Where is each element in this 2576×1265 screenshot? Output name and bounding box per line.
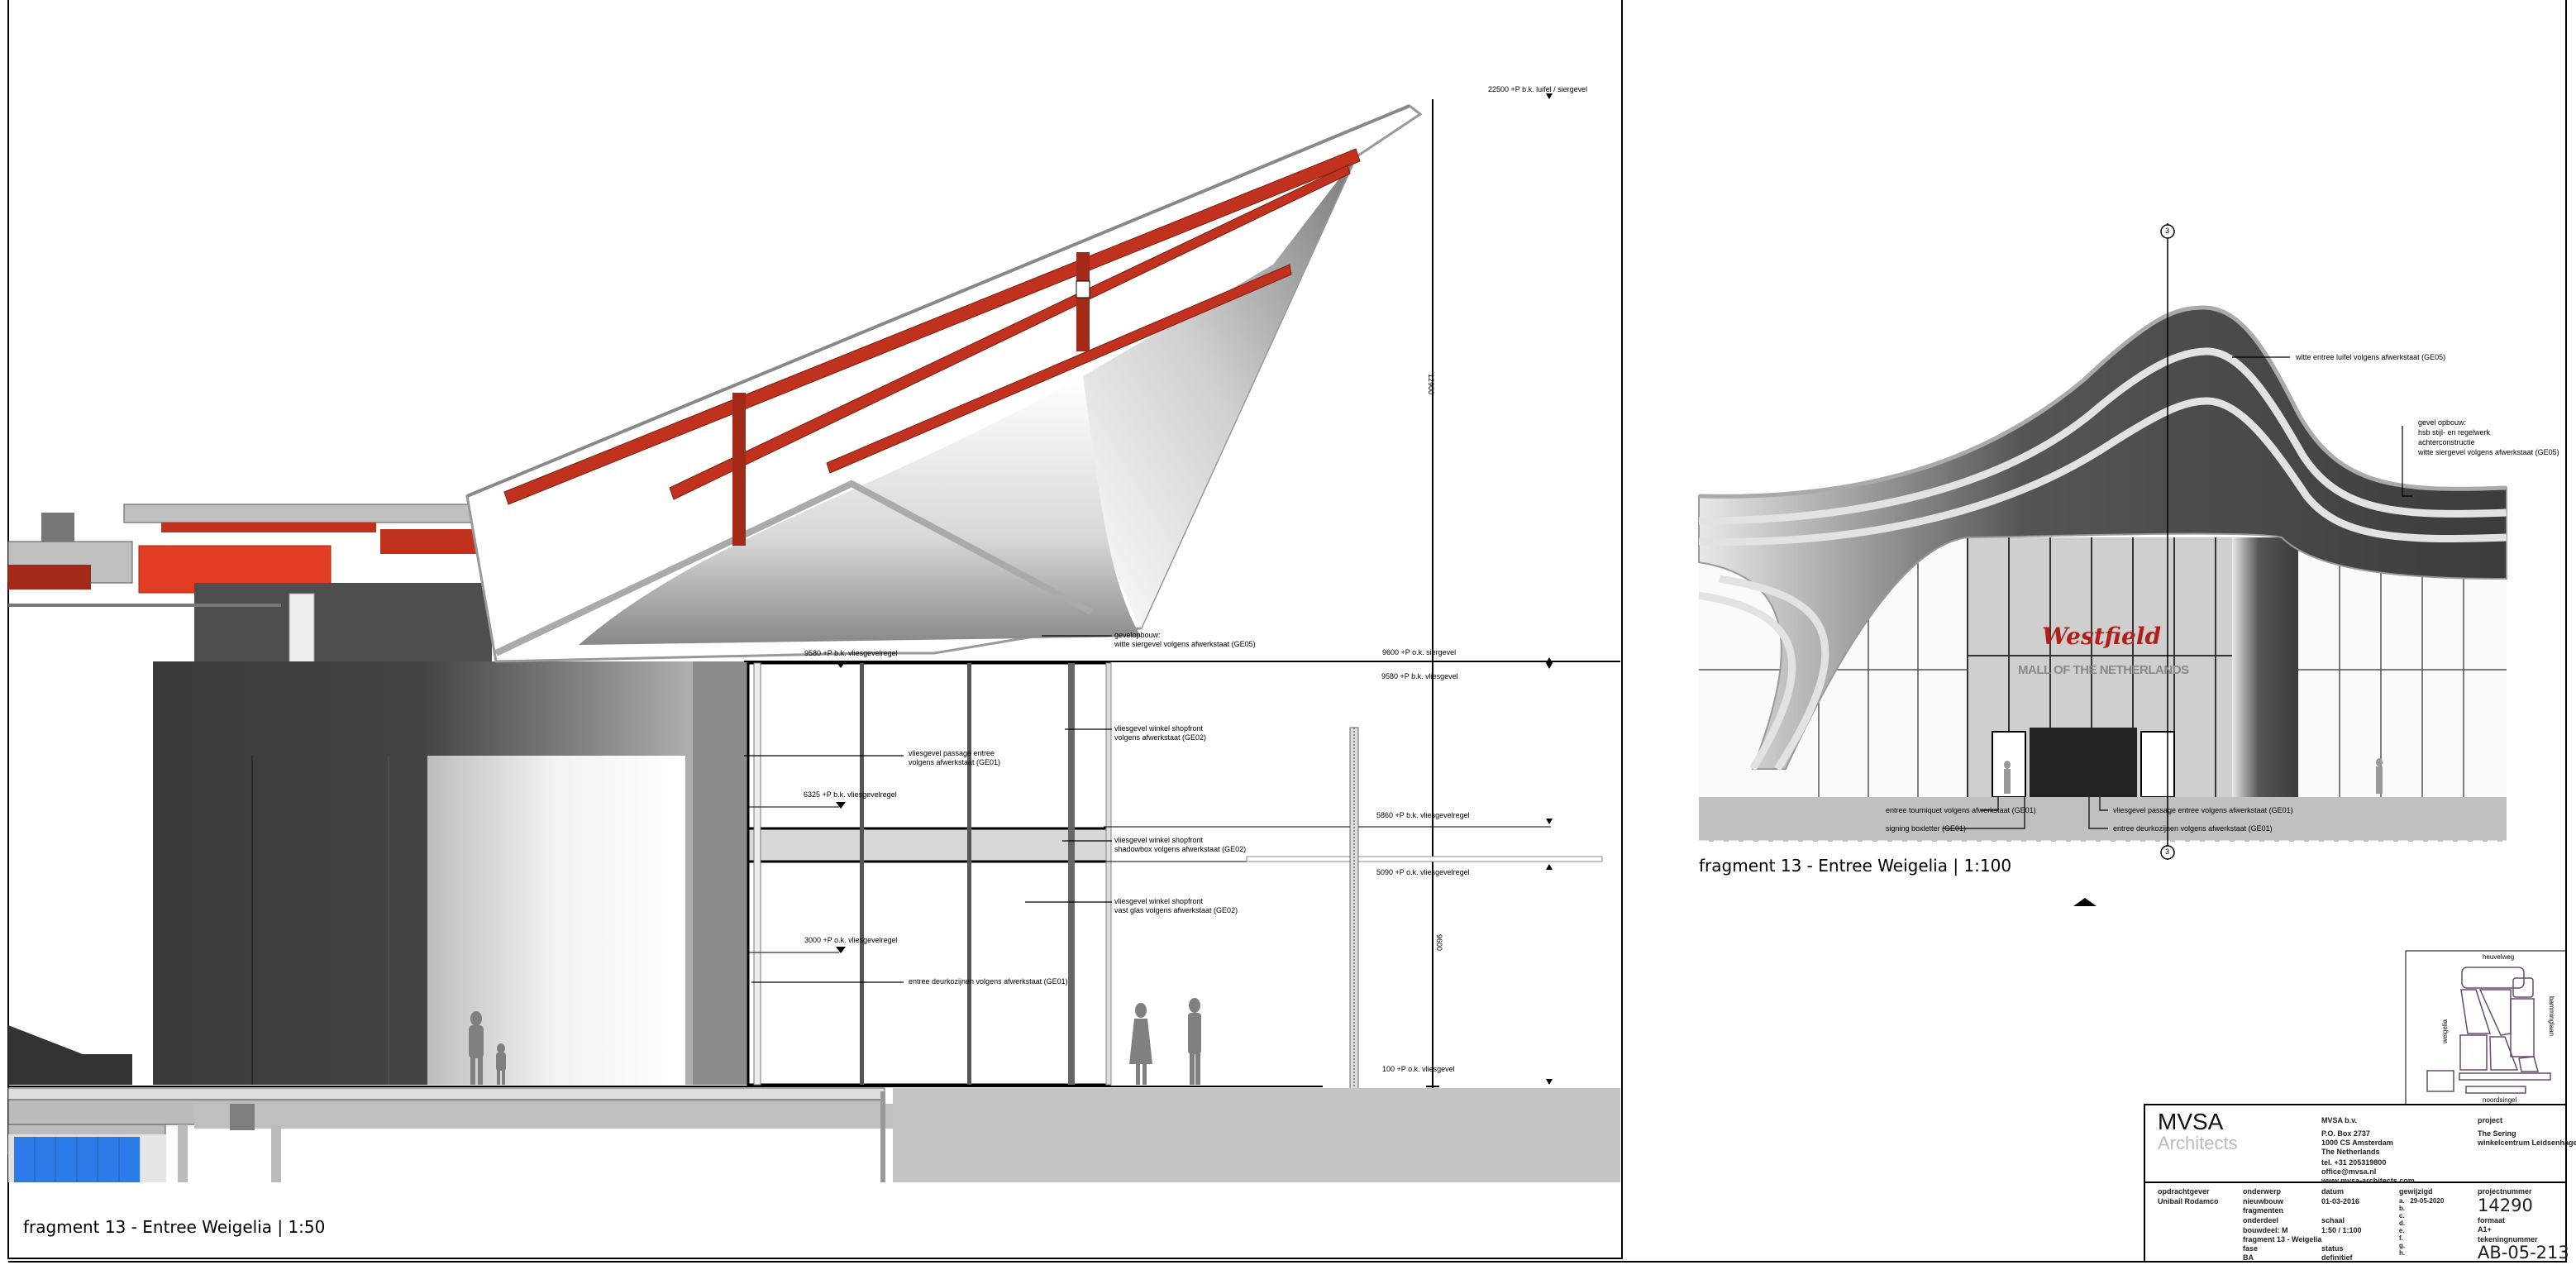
project-label: project <box>2478 1116 2503 1124</box>
note-shadowbox-1: vliesgevel winkel shopfront <box>1114 836 1204 844</box>
company-contact: tel. +31 205319800 office@mvsa.nl www.mv… <box>2321 1158 2415 1185</box>
company-name: MVSA b.v. <box>2321 1116 2358 1124</box>
schaal-value: 1:50 / 1:100 <box>2321 1226 2362 1234</box>
note-signing: signing boxletter (GE01) <box>1886 824 1967 833</box>
dimension-lower: 9600 <box>1435 934 1443 952</box>
gewijzigd-label: gewijzigd <box>2399 1187 2433 1196</box>
onderdeel-value: bouwdeel: M fragment 13 - Weigelia <box>2243 1226 2322 1244</box>
note-shopfront-2: volgens afwerkstaat (GE02) <box>1114 733 1207 742</box>
dimension-upper: 12900 <box>1427 374 1435 395</box>
onderwerp-value: nieuwbouw fragmenten <box>2243 1197 2284 1215</box>
note-gevel-3: achterconstructie <box>2418 438 2475 446</box>
datum-value: 01-03-2016 <box>2321 1197 2360 1205</box>
note-deurkozijnen-elev: entree deurkozijnen volgens afwerkstaat … <box>2113 824 2273 833</box>
formaat-label: formaat <box>2478 1216 2506 1224</box>
schaal-label: schaal <box>2321 1216 2345 1224</box>
logo-mvsa: MVSA <box>2158 1109 2224 1134</box>
note-tourniquet: entree tourniquet volgens afwerkstaat (G… <box>1886 806 2036 814</box>
gewijzigd-value: a. 29-05-2020 b. c. d. e. f. g. h. <box>2399 1197 2445 1257</box>
level-top: 22500 +P b.k. luifel / siergevel <box>1488 85 1588 93</box>
note-passage-1: vliesgevel passage entree <box>909 749 995 757</box>
note-gevelopbouw-2: witte siergevel volgens afwerkstaat (GE0… <box>1114 640 1256 648</box>
tekeningnummer-value: AB-05-213 <box>2478 1243 2569 1263</box>
fase-label: fase <box>2243 1244 2259 1253</box>
tekeningnummer-label: tekeningnummer <box>2478 1235 2538 1244</box>
opdrachtgever-label: opdrachtgever <box>2158 1187 2210 1196</box>
note-deurkozijnen: entree deurkozijnen volgens afwerkstaat … <box>909 977 1068 986</box>
onderdeel-label: onderdeel <box>2243 1216 2279 1224</box>
street-north: heuvelweg <box>2483 953 2515 961</box>
projectnummer-value: 14290 <box>2478 1196 2533 1215</box>
note-gevel-1: gevel opbouw: <box>2418 418 2467 427</box>
mall-subtitle: MALL OF THE NETHERLANDS <box>2018 663 2189 677</box>
section-caption: fragment 13 - Entree Weigelia | 1:50 <box>23 1217 326 1237</box>
level-regel-6325: 6325 +P b.k. vliesgevelregel <box>804 790 897 799</box>
formaat-value: A1+ <box>2478 1225 2492 1234</box>
opdrachtgever-value: Unibail Rodamco <box>2158 1197 2219 1205</box>
note-shadowbox-2: shadowbox volgens afwerkstaat (GE02) <box>1114 845 1247 853</box>
onderwerp-label: onderwerp <box>2243 1187 2282 1196</box>
note-shopfront-1: vliesgevel winkel shopfront <box>1114 724 1204 733</box>
westfield-logo: Westfield <box>2042 623 2162 650</box>
grid-marker-top: 3 <box>2165 227 2170 235</box>
level-regel-5860: 5860 +P b.k. vliesgevelregel <box>1376 811 1470 819</box>
section-view <box>7 93 1620 1182</box>
street-south: noordsingel <box>2483 1096 2517 1104</box>
note-gevel-4: witte siergevel volgens afwerkstaat (GE0… <box>2418 448 2559 456</box>
logo-architects: Architects <box>2158 1133 2238 1153</box>
status-label: status <box>2321 1244 2344 1253</box>
note-passage: vliesgevel passage entree volgens afwerk… <box>2113 806 2293 814</box>
note-gevel-2: hsb stijl- en regelwerk <box>2418 428 2491 437</box>
note-vastglas-1: vliesgevel winkel shopfront <box>1114 897 1204 905</box>
project-value: The Sering winkelcentrum Leidsenhage <box>2478 1129 2576 1147</box>
level-regel-3000: 3000 +P o.k. vliesgevelregel <box>804 936 898 944</box>
level-siergevel: 9600 +P o.k. siergevel <box>1382 648 1457 656</box>
projectnummer-label: projectnummer <box>2478 1187 2532 1196</box>
street-east: bamminglaan <box>2548 996 2555 1037</box>
grid-marker-bottom: 3 <box>2165 847 2170 856</box>
elevation-view <box>1698 223 2507 906</box>
elevation-caption: fragment 13 - Entree Weigelia | 1:100 <box>1699 856 2012 876</box>
level-regel-9580: 9580 +P b.k. vliesgevelregel <box>804 649 898 657</box>
key-plan <box>2426 967 2551 1094</box>
datum-label: datum <box>2321 1187 2344 1196</box>
level-floor: 100 +P o.k. vliesgevel <box>1382 1065 1455 1073</box>
note-gevelopbouw-1: gevelopbouw: <box>1114 631 1161 639</box>
company-address: P.O. Box 2737 1000 CS Amsterdam The Neth… <box>2321 1129 2393 1156</box>
note-passage-2: volgens afwerkstaat (GE01) <box>909 758 1001 766</box>
note-vastglas-2: vast glas volgens afwerkstaat (GE02) <box>1114 906 1238 914</box>
note-luifel: witte entree luifel volgens afwerkstaat … <box>2296 353 2446 361</box>
level-regel-5090: 5090 +P o.k. vliesgevelregel <box>1376 868 1470 876</box>
fase-value: BA <box>2243 1253 2254 1262</box>
status-value: definitief <box>2321 1253 2353 1262</box>
level-vliesgevel: 9580 +P b.k. vliesgevel <box>1381 672 1458 680</box>
title-block-frame <box>2144 950 2567 1263</box>
street-west: weigelia <box>2441 1019 2449 1043</box>
